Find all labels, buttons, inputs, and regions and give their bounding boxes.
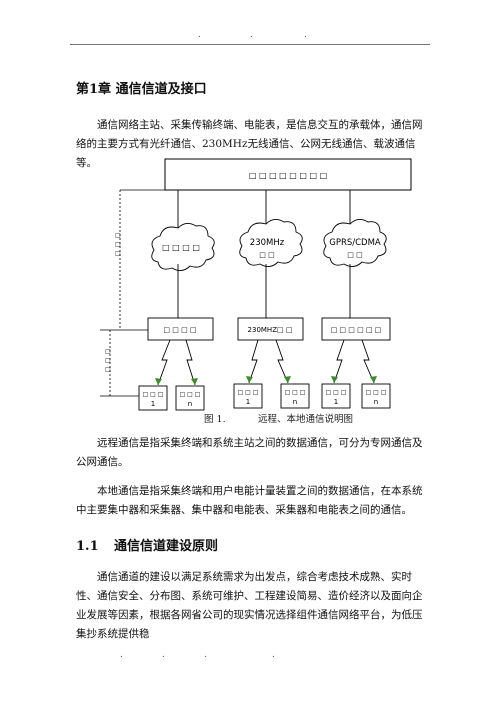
cloud-label: □ □ bbox=[259, 251, 274, 259]
figure-caption-number: 图 1. bbox=[204, 414, 226, 425]
remote-label: □ □ □ bbox=[115, 232, 122, 257]
wireless-link bbox=[333, 339, 345, 384]
mid-box-label: □ □ □ □ □ □ bbox=[331, 326, 382, 334]
terminal-index: n bbox=[374, 398, 378, 406]
terminal-box bbox=[175, 385, 205, 411]
mid-box-label: 230MHZ□ □ bbox=[248, 326, 293, 334]
terminal-label: □ □ □ bbox=[238, 389, 259, 396]
principle-paragraph: 通信通道的建设以满足系统需求为出发点，综合考虑技术成熟、实时性、通信安全、分布图… bbox=[76, 571, 423, 640]
cloud-label: □ □ bbox=[347, 251, 362, 259]
header-dot: . bbox=[304, 30, 307, 40]
footer-dot: . bbox=[204, 650, 207, 660]
wireless-link bbox=[248, 339, 259, 384]
figure-caption-text: 远程、本地通信说明图 bbox=[258, 414, 354, 425]
link-arrows bbox=[155, 376, 377, 385]
footer-dot: . bbox=[120, 650, 123, 660]
footer-dots: . . . . bbox=[0, 650, 496, 662]
local-label: □ □ □ bbox=[105, 348, 112, 373]
terminal-box bbox=[321, 383, 351, 409]
mid-box-gprs bbox=[321, 317, 391, 341]
terminal-label: □ □ □ bbox=[180, 391, 201, 398]
cloud-fiber: □ □ □ □ bbox=[151, 223, 215, 271]
local-paragraph: 本地通信是指采集终端和用户电能计量装置之间的数据通信，在本系统中主要集中器和采集… bbox=[76, 485, 423, 516]
header-dot: . bbox=[198, 30, 201, 40]
wireless-link bbox=[185, 339, 196, 386]
section-number: 1.1 bbox=[76, 539, 99, 554]
terminal-box bbox=[361, 383, 391, 409]
terminal-label: □ □ □ bbox=[326, 389, 347, 396]
terminal-box bbox=[233, 383, 263, 409]
chapter-title: 第1章 通信信道及接口 bbox=[76, 82, 207, 97]
header-rule bbox=[70, 44, 430, 45]
cloud-gprs: GPRS/CDMA □ □ bbox=[323, 219, 387, 267]
terminal-boxes bbox=[138, 383, 391, 411]
wireless-links bbox=[157, 339, 375, 386]
cloud-label: □ □ □ □ bbox=[162, 243, 200, 252]
figure-caption: 图 1. 远程、本地通信说明图 bbox=[204, 411, 353, 425]
terminal-label: □ □ □ bbox=[143, 391, 164, 398]
terminal-box bbox=[138, 385, 168, 411]
wireless-link bbox=[157, 339, 171, 386]
terminal-label: □ □ □ bbox=[366, 389, 387, 396]
wireless-link bbox=[275, 339, 289, 384]
cloud-230mhz: 230MHz □ □ bbox=[239, 219, 303, 267]
mid-box-230mhz bbox=[237, 317, 304, 341]
mid-box-fiber bbox=[147, 317, 214, 341]
cloud-label: 230MHz bbox=[250, 238, 285, 248]
header-dots: . . . bbox=[0, 30, 496, 42]
intro-paragraph: 通信网络主站、采集传输终端、电能表，是信息交互的承载体，通信网络的主要方式有光纤… bbox=[76, 119, 423, 169]
terminal-box bbox=[280, 383, 310, 409]
wireless-link bbox=[361, 339, 375, 384]
cloud-label: GPRS/CDMA bbox=[329, 238, 381, 248]
remote-paragraph: 远程通信是指采集终端和系统主站之间的数据通信，可分为专网通信及公网通信。 bbox=[76, 437, 423, 468]
section-heading: 1.1 通信信道建设原则 bbox=[76, 535, 218, 554]
terminal-index: 1 bbox=[151, 400, 155, 408]
section-title: 通信信道建设原则 bbox=[114, 539, 219, 554]
terminal-index: 1 bbox=[334, 398, 338, 406]
mid-box-label: □ □ □ □ bbox=[163, 326, 196, 334]
footer-dot: . bbox=[272, 650, 275, 660]
terminal-label: □ □ □ bbox=[285, 389, 306, 396]
footer-dot: . bbox=[162, 650, 165, 660]
terminal-index: n bbox=[293, 398, 297, 406]
terminal-index: n bbox=[188, 400, 192, 408]
terminal-index: 1 bbox=[246, 398, 250, 406]
header-dot: . bbox=[250, 30, 253, 40]
